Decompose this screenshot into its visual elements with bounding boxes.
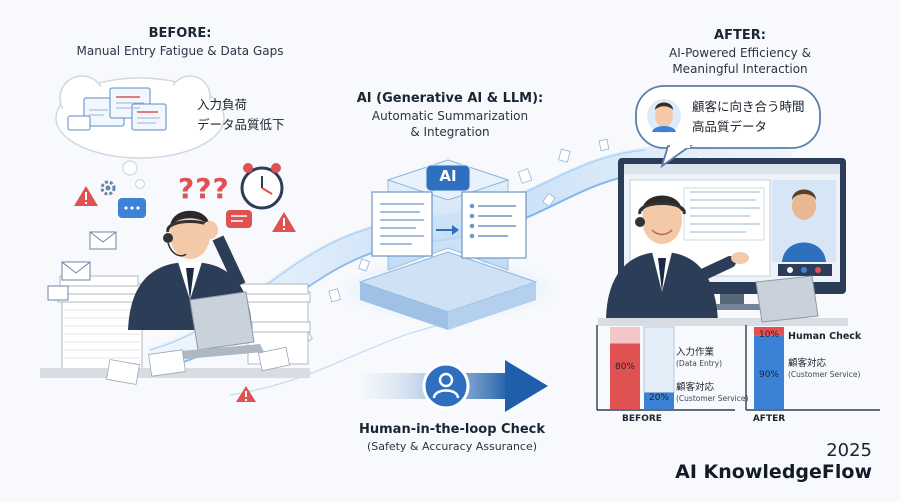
ai-title: AI (Generative AI & LLM): [356, 91, 544, 106]
axis-label-before: BEFORE [622, 414, 662, 424]
legend-after-customer: 顧客対応 [788, 358, 827, 369]
before-thought-bubble [55, 75, 225, 190]
after-title: AFTER: [714, 28, 766, 43]
ai-subtitle-line-2: & Integration [410, 125, 490, 139]
ai-processor-cube [338, 159, 558, 330]
legend-before-customer: 顧客対応 [676, 382, 715, 393]
after-bubble-line-1: 顧客に向き合う時間 [692, 99, 805, 114]
after-worker [598, 195, 848, 326]
after-speech-bubble [635, 85, 821, 169]
after-bubble-line-2: 高品質データ [692, 119, 768, 134]
legend-after-human-check: Human Check [788, 331, 862, 342]
bar-after-human-check [754, 327, 784, 336]
before-worker-scene [40, 163, 311, 402]
brand-name: AI KnowledgeFlow [675, 461, 872, 483]
bar-after-customer [754, 335, 784, 409]
warning-icon [74, 186, 296, 402]
ai-subtitle-line-1: Automatic Summarization [371, 109, 529, 123]
alarm-clock-icon [240, 163, 284, 210]
hitl-subtitle: (Safety & Accuracy Assurance) [366, 440, 538, 453]
question-marks: ??? [178, 172, 230, 205]
axis-label-after: AFTER [752, 414, 786, 424]
brand-year: 2025 [826, 440, 872, 461]
ai-box-label: AI [439, 167, 457, 185]
bar-before-data-entry [610, 343, 640, 409]
before-thought-line-1: 入力負荷 [197, 97, 248, 112]
human-check-arrow [360, 360, 548, 412]
legend-before-customer-sub: (Customer Service) [676, 394, 749, 403]
hitl-title: Human-in-the-loop Check [358, 422, 545, 437]
before-top-pct: 80% [614, 362, 635, 372]
before-thought-line-2: データ品質低下 [197, 117, 285, 132]
chart-frame [596, 325, 880, 411]
chart-bars [610, 326, 784, 409]
before-subtitle: Manual Entry Fatigue & Data Gaps [76, 44, 284, 58]
after-subtitle-line-1: AI-Powered Efficiency & [669, 46, 811, 60]
legend-before-data-entry-sub: (Data Entry) [676, 359, 723, 368]
after-top-pct: 10% [758, 330, 779, 340]
bar-before-remainder [610, 327, 640, 344]
legend-before-data-entry: 入力作業 [676, 347, 715, 358]
gear-icon [100, 180, 116, 196]
before-title: BEFORE: [148, 26, 212, 41]
legend-after-customer-sub: (Customer Service) [788, 370, 861, 379]
after-subtitle-line-2: Meaningful Interaction [672, 62, 808, 76]
before-bottom-pct: 20% [648, 393, 669, 403]
bar-before-customer-bg [643, 326, 675, 394]
after-bottom-pct: 90% [758, 370, 779, 380]
bar-before-customer [644, 392, 674, 409]
